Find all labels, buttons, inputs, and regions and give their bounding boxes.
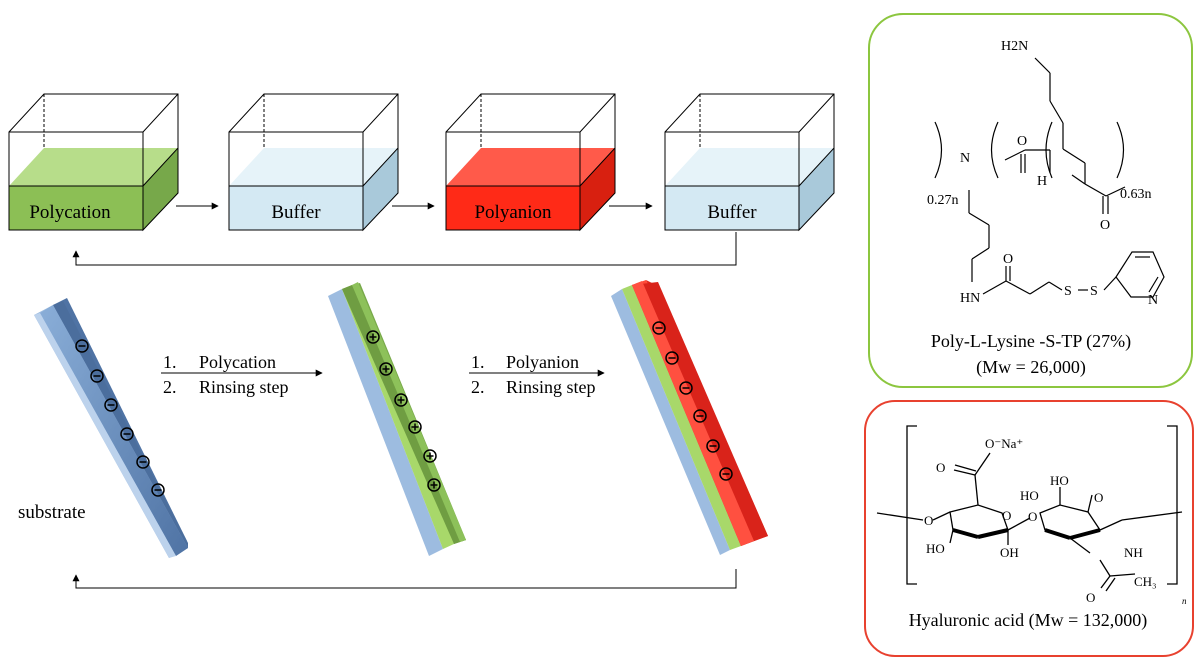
pll-structure-panel: H2N O H O 0.63n 0.27n N O HN S S N Poly-… — [868, 13, 1193, 388]
charge-negative — [693, 409, 707, 423]
tank-row: Polycation Buffer Po — [8, 93, 835, 266]
pll-skeleton — [934, 57, 1165, 298]
ha-nh: NH — [1124, 545, 1143, 560]
charge-negative — [104, 398, 118, 412]
charge-positive — [423, 449, 437, 463]
substrate-row: substrate — [18, 280, 768, 589]
ha-ring2-o: O — [1094, 490, 1103, 505]
charge-negative — [719, 467, 733, 481]
charge-positive — [427, 478, 441, 492]
substrate-polycation-coated — [328, 282, 466, 556]
pll-mw: (Mw = 26,000) — [976, 357, 1086, 378]
charge-negative — [90, 369, 104, 383]
step-1-annotation: 1. Polycation 2. Rinsing step — [161, 352, 323, 397]
ha-ho-1: HO — [926, 541, 945, 556]
pll-o-2: O — [1100, 218, 1110, 233]
charge-negative — [136, 455, 150, 469]
ha-sub-n: n — [1182, 596, 1187, 606]
step-2-annotation: 1. Polyanion 2. Rinsing step — [469, 352, 605, 397]
step2-text2: Rinsing step — [506, 377, 596, 397]
charge-positive — [379, 362, 393, 376]
pll-nh-h: H — [1037, 174, 1047, 189]
tank-polyanion: Polyanion — [445, 93, 616, 232]
ha-o-carbonyl: O — [936, 460, 945, 475]
tank-buffer-1: Buffer — [228, 93, 399, 232]
charge-negative — [652, 321, 666, 335]
tank-label-polycation: Polycation — [29, 202, 111, 223]
pll-name: Poly-L-Lysine -S-TP (27%) — [931, 331, 1131, 352]
ha-o-amide: O — [1086, 590, 1095, 605]
return-loop-bottom — [72, 569, 737, 589]
pll-amine: H2N — [1001, 39, 1028, 54]
step1-text1: Polycation — [199, 352, 276, 372]
ha-name: Hyaluronic acid (Mw = 132,000) — [909, 610, 1148, 631]
charge-negative — [151, 483, 165, 497]
pll-n-atom: N — [960, 151, 970, 166]
charge-positive — [408, 420, 422, 434]
ha-ho-2: HO — [1050, 473, 1069, 488]
step2-text1: Polyanion — [506, 352, 579, 372]
positive-charges-layer — [366, 330, 441, 492]
pll-py-n: N — [1148, 293, 1158, 308]
ha-ring1-o: O — [1002, 508, 1011, 523]
pll-nh-label: HN — [960, 291, 980, 306]
tank-label-buffer-1: Buffer — [271, 202, 321, 223]
pll-o-1: O — [1017, 134, 1027, 149]
pll-n-right: 0.63n — [1120, 187, 1152, 202]
step2-num2: 2. — [471, 377, 485, 397]
tank-buffer-2: Buffer — [664, 93, 835, 232]
pll-s-1: S — [1064, 284, 1072, 299]
ha-skeleton — [876, 452, 1183, 592]
charge-negative — [665, 351, 679, 365]
step1-num1: 1. — [163, 352, 177, 372]
charge-negative — [706, 439, 720, 453]
substrate-bilayer-coated — [611, 280, 768, 555]
ha-cation: O⁻Na⁺ — [985, 436, 1023, 451]
tank-polycation: Polycation — [8, 93, 179, 232]
tank-label-buffer-2: Buffer — [707, 202, 757, 223]
pll-n-left: 0.27n — [927, 193, 959, 208]
ha-bridge-o: O — [1028, 509, 1037, 524]
negative-charges-substrate — [75, 339, 165, 497]
ha-oh-1: OH — [1000, 545, 1019, 560]
ha-o-link: O — [924, 513, 933, 528]
tank-label-polyanion: Polyanion — [474, 202, 552, 223]
charge-negative — [75, 339, 89, 353]
charge-negative — [679, 381, 693, 395]
charge-negative — [120, 427, 134, 441]
step2-num1: 1. — [471, 352, 485, 372]
ha-ho-3: HO — [1020, 488, 1039, 503]
charge-positive — [394, 393, 408, 407]
return-loop-top — [72, 232, 737, 266]
charge-positive — [366, 330, 380, 344]
step1-num2: 2. — [163, 377, 177, 397]
pll-s-2: S — [1090, 284, 1098, 299]
substrate-label: substrate — [18, 502, 86, 523]
ha-structure-panel: O⁻Na⁺ O O O HO OH O HO HO O NH O CH₃ n H… — [864, 400, 1194, 657]
pll-o-3: O — [1003, 252, 1013, 267]
negative-charges-layer — [652, 321, 733, 481]
ha-ch3: CH₃ — [1134, 574, 1157, 589]
step1-text2: Rinsing step — [199, 377, 289, 397]
